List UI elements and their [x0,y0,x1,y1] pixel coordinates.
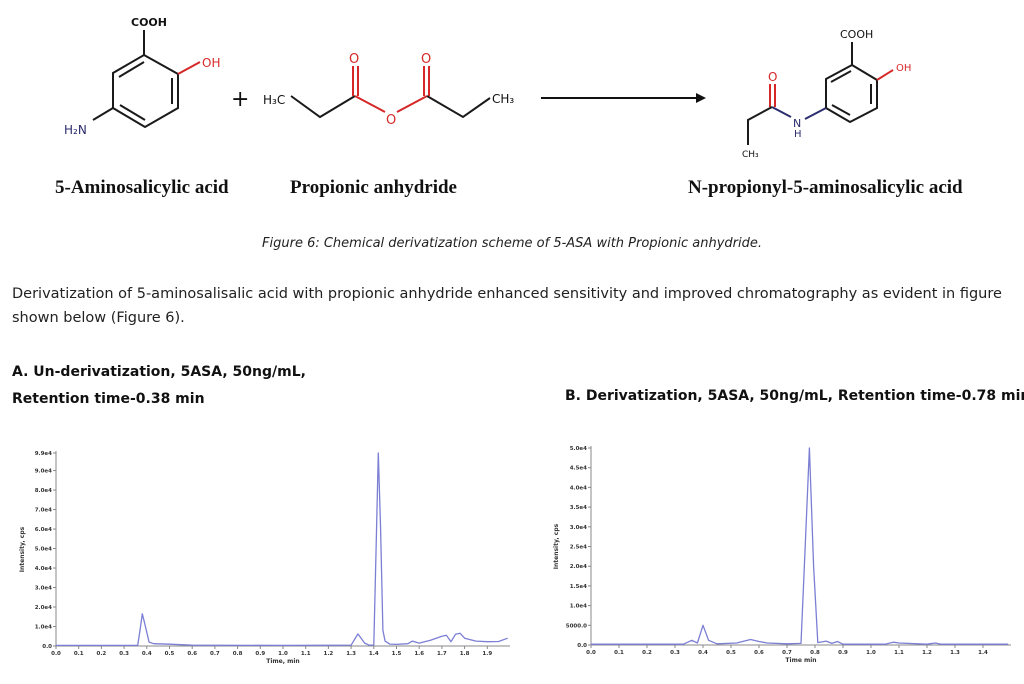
paragraph-line: Derivatization of 5-aminosalisalic acid … [12,286,1002,302]
reactant2-name: Propionic anhydride [290,177,457,198]
plus-sign: + [231,87,249,112]
y-tick-label: 8.0e4 [35,488,52,494]
x-tick-label: 0.9 [838,650,848,656]
cooh-label: COOH [840,28,873,41]
x-tick-label: 0.7 [210,651,220,657]
y-tick-label: 2.0e4 [570,564,587,570]
x-tick-label: 0.7 [782,650,792,656]
chromatogram-trace [56,452,508,647]
nh2-label: H₂N [64,123,87,137]
y-tick-label: 3.0e4 [35,586,52,592]
y-tick-label: 4.0e4 [35,566,52,572]
x-tick-label: 0.6 [754,650,764,656]
x-tick-label: 0.8 [810,650,820,656]
x-tick-label: 0.3 [670,650,680,656]
x-tick-label: 0.2 [97,651,107,657]
x-tick-label: 0.0 [51,651,61,657]
chromatogram-b: 0.0 5000.0 1.0e4 1.5e4 2.0e4 2.5e4 3.0e4 3.5e4 4… [553,446,1011,664]
reaction-scheme: COOH OH H₂N + H₃C O O O CH₃ [64,16,911,160]
y-tick-label: 5000.0 [566,623,587,629]
y-tick-label: 5.0e4 [35,547,52,553]
reaction-arrow [541,93,706,103]
y-tick-label: 1.5e4 [570,584,587,590]
y-tick-label: 2.5e4 [570,545,587,551]
y-tick-label: 7.0e4 [35,508,52,514]
panel-a-heading: A. Un-derivatization, 5ASA, 50ng/mL, [12,364,306,380]
y-tick-label: 9.0e4 [35,469,52,475]
paragraph-line: shown below (Figure 6). [12,310,185,326]
x-tick-label: 0.1 [614,650,624,656]
y-tick-label: 0.0 [577,643,587,649]
x-tick-label: 1.4 [978,650,988,656]
oh-label: OH [896,63,911,74]
x-tick-label: 1.1 [894,650,904,656]
chromatogram-a: 0.0 1.0e4 2.0e4 3.0e4 4.0e4 5.0e4 6.0e4 7.0e4 8.… [19,451,510,665]
y-tick-label: 1.0e4 [570,604,587,610]
x-tick-label: 0.1 [74,651,84,657]
body-paragraph: Derivatization of 5-aminosalisalic acid … [12,282,1024,330]
x-axis-label: Time, min [266,658,299,665]
h-label: H [794,129,802,140]
x-tick-label: 1.4 [369,651,379,657]
y-tick-label: 4.5e4 [570,466,587,472]
y-tick-label: 3.5e4 [570,505,587,511]
oh-label: OH [202,56,220,70]
panel-b-heading: B. Derivatization, 5ASA, 50ng/mL, Retent… [565,388,1024,404]
x-tick-label: 0.4 [698,650,708,656]
x-tick-label: 1.8 [460,651,470,657]
ch3-label: CH₃ [492,92,514,106]
chromatogram-trace [591,447,1009,645]
x-tick-label: 0.0 [586,650,596,656]
product-name: N-propionyl-5-aminosalicylic acid [688,177,963,198]
h3c-label: H₃C [263,93,285,107]
structure-5-aminosalicylic-acid [92,30,201,129]
x-tick-label: 1.9 [482,651,492,657]
structure-propionic-anhydride [290,66,491,119]
x-tick-label: 0.2 [642,650,652,656]
carbonyl-o-label: O [421,52,431,67]
x-tick-label: 0.9 [255,651,265,657]
y-tick-label: 9.9e4 [35,451,52,457]
x-tick-label: 1.0 [866,650,876,656]
reactant1-name: 5-Aminosalicylic acid [55,177,229,198]
x-tick-label: 0.5 [726,650,736,656]
x-tick-label: 0.5 [165,651,175,657]
x-tick-label: 0.8 [233,651,243,657]
y-axis-label: Intensity, cps [19,526,26,572]
x-tick-label: 1.2 [922,650,932,656]
x-tick-label: 1.7 [437,651,447,657]
y-tick-label: 2.0e4 [35,605,52,611]
y-tick-label: 3.0e4 [570,525,587,531]
n-label: N [793,117,801,130]
carbonyl-o-label: O [768,70,777,84]
x-tick-label: 1.0 [278,651,288,657]
carbonyl-o-label: O [349,52,359,67]
x-tick-label: 0.3 [119,651,129,657]
x-tick-label: 1.2 [324,651,334,657]
x-tick-label: 1.3 [950,650,960,656]
x-axis-label: Time min [785,657,816,664]
y-axis-label: Intensity, cps [553,523,560,569]
y-tick-label: 5.0e4 [570,446,587,452]
y-tick-label: 4.0e4 [570,485,587,491]
ch3-label: CH₃ [742,150,759,160]
panel-a-heading: Retention time-0.38 min [12,391,205,407]
x-tick-label: 0.6 [187,651,197,657]
x-tick-label: 1.6 [414,651,424,657]
y-tick-label: 6.0e4 [35,527,52,533]
x-tick-label: 1.3 [346,651,356,657]
structure-n-propionyl-5-asa [747,42,894,145]
y-tick-label: 1.0e4 [35,625,52,631]
bridge-o-label: O [386,113,396,128]
x-tick-label: 1.1 [301,651,311,657]
figure-caption: Figure 6: Chemical derivatization scheme… [262,236,762,251]
x-tick-label: 1.5 [392,651,402,657]
y-tick-label: 0.0 [42,644,52,650]
cooh-label: COOH [131,16,167,29]
x-tick-label: 0.4 [142,651,152,657]
